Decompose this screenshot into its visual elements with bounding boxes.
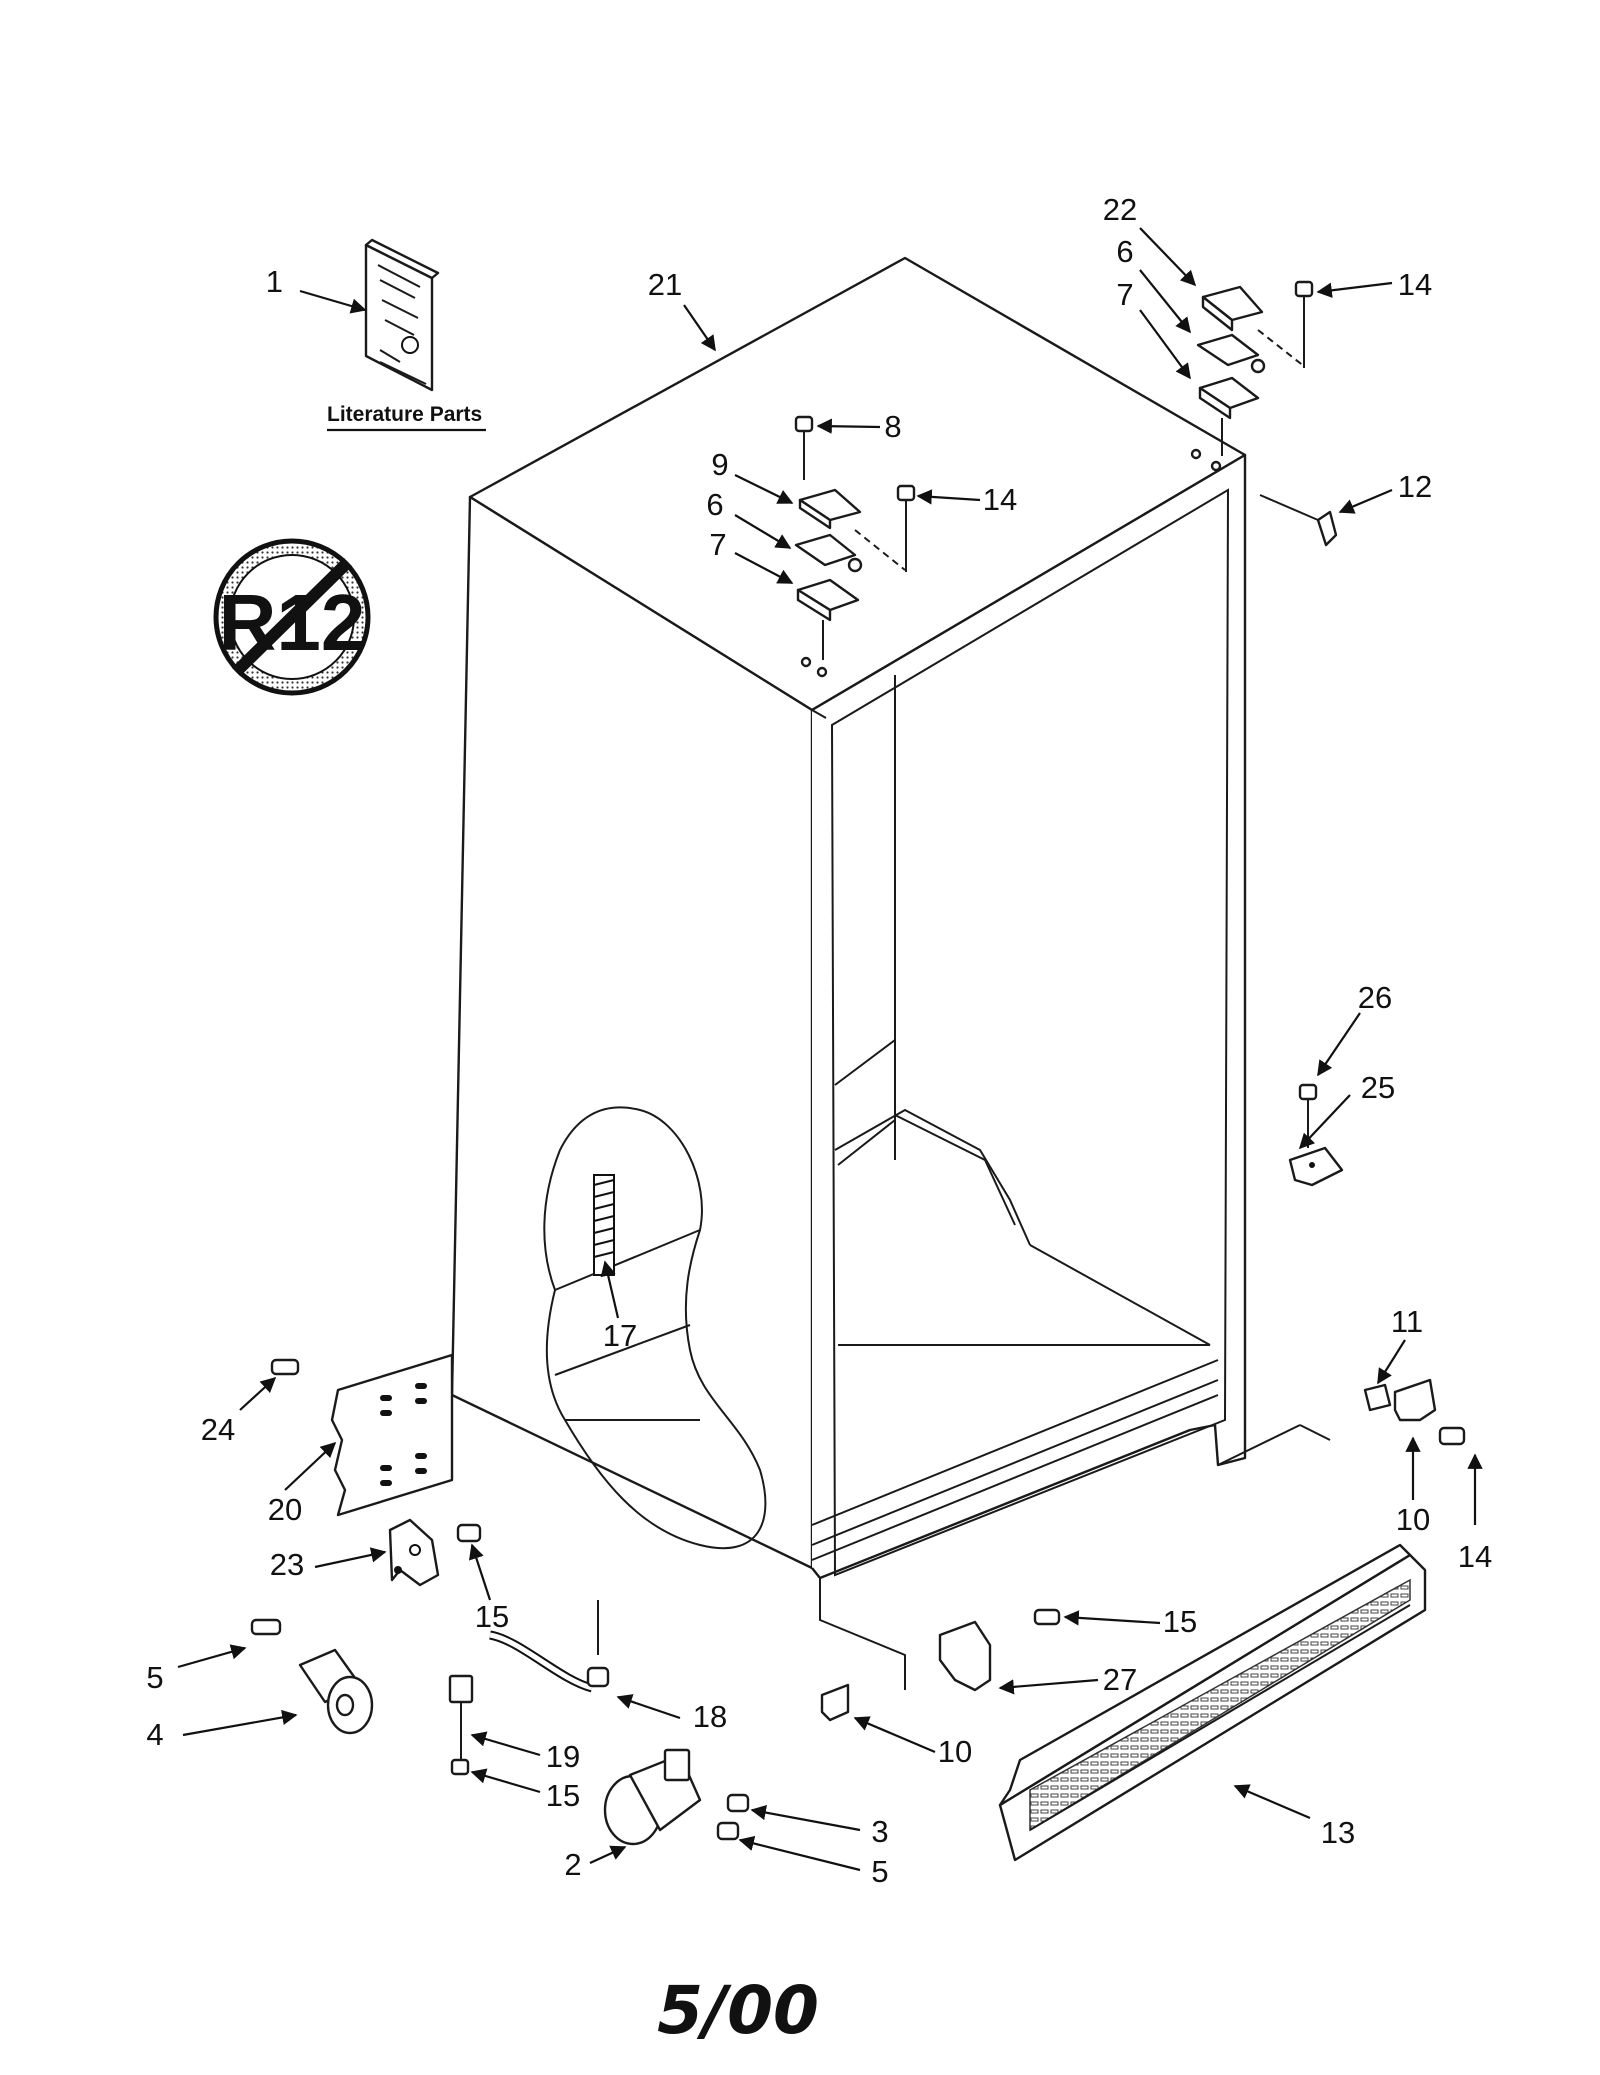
callout-27: 27	[1103, 1662, 1137, 1697]
callout-14b: 14	[983, 482, 1017, 517]
no-r12-badge: R12	[213, 538, 371, 696]
caster-2	[603, 1748, 750, 1846]
top-hinge-right	[1196, 280, 1314, 456]
callout-4: 4	[146, 1717, 163, 1752]
callout-15b: 15	[1163, 1604, 1197, 1639]
bracket-23	[388, 1518, 482, 1587]
callout-15c: 15	[546, 1778, 580, 1813]
kickplate-grille	[998, 1543, 1427, 1862]
callout-13: 13	[1321, 1815, 1355, 1850]
callout-12: 12	[1398, 469, 1432, 504]
callout-10b: 10	[938, 1734, 972, 1769]
callout-14a: 14	[1398, 267, 1432, 302]
callout-9: 9	[711, 447, 728, 482]
callout-7b: 7	[709, 527, 726, 562]
caster-4	[250, 1618, 374, 1735]
callout-11: 11	[1391, 1304, 1423, 1339]
callout-26: 26	[1358, 980, 1392, 1015]
callout-17: 17	[603, 1318, 637, 1353]
callout-5b: 5	[871, 1854, 888, 1889]
bracket-25	[1288, 1083, 1344, 1187]
callout-8: 8	[884, 409, 901, 444]
callout-15a: 15	[475, 1599, 509, 1634]
top-hinge-left	[794, 415, 916, 660]
callout-3: 3	[871, 1814, 888, 1849]
callout-5a: 5	[146, 1660, 163, 1695]
tube-18	[448, 1600, 610, 1776]
side-plate-20	[330, 1353, 454, 1517]
date-stamp: 5/00	[657, 1972, 819, 2049]
callout-20: 20	[268, 1492, 302, 1527]
callout-21: 21	[648, 267, 682, 302]
callout-6a: 6	[1116, 234, 1133, 269]
screw-24	[270, 1358, 300, 1376]
callout-25: 25	[1361, 1070, 1395, 1105]
callout-14c: 14	[1458, 1539, 1492, 1574]
callout-leaders	[177, 227, 1483, 1872]
bracket-10-center	[820, 1683, 850, 1722]
callout-6b: 6	[706, 487, 723, 522]
callout-23: 23	[270, 1547, 304, 1582]
bracket-27	[938, 1608, 1061, 1692]
callout-19: 19	[546, 1739, 580, 1774]
bracket-11	[1363, 1378, 1466, 1446]
refrigerator-cabinet	[450, 256, 1331, 1690]
callout-22: 22	[1103, 192, 1137, 227]
callout-7a: 7	[1116, 277, 1133, 312]
callout-24: 24	[201, 1412, 235, 1447]
spring-17	[593, 1174, 615, 1276]
literature-parts-label: Literature Parts	[327, 403, 482, 426]
callout-10a: 10	[1396, 1502, 1430, 1537]
literature-booklet	[364, 238, 440, 392]
callout-1: 1	[266, 264, 283, 299]
callout-2: 2	[564, 1847, 581, 1882]
callout-18: 18	[693, 1699, 727, 1734]
clip-12	[1316, 510, 1338, 547]
